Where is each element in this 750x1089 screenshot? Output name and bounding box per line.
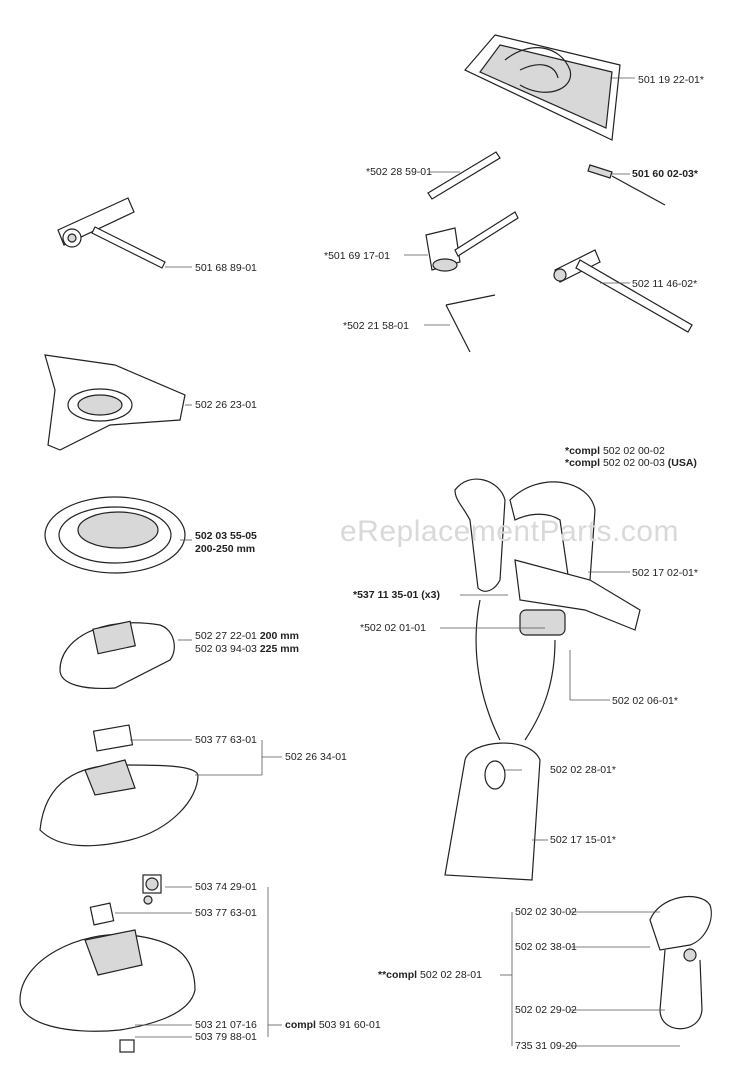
large-shield-part bbox=[39, 724, 282, 847]
tool-bag-part bbox=[464, 34, 635, 141]
label-screw1: 503 21 07-16 bbox=[195, 1019, 257, 1031]
t-bar-wrench-part bbox=[553, 249, 693, 333]
label-hook-compl: **compl 502 02 28-01 bbox=[378, 969, 482, 981]
label-harness2: *compl 502 02 00-03 (USA) bbox=[565, 457, 697, 469]
label-bag: 501 19 22-01* bbox=[638, 74, 704, 86]
label-hipclip: 502 02 28-01* bbox=[550, 764, 616, 776]
label-compl-assy: compl 503 91 60-01 bbox=[285, 1019, 381, 1031]
hip-hook-part bbox=[500, 896, 712, 1047]
label-ring-num: 502 03 55-05 bbox=[195, 530, 257, 542]
label-buckle: *502 02 01-01 bbox=[360, 622, 426, 634]
label-plate2: 503 77 63-01 bbox=[195, 907, 257, 919]
label-pad: 502 17 15-01* bbox=[550, 834, 616, 846]
file-part bbox=[587, 164, 666, 206]
small-shield-part bbox=[59, 620, 192, 690]
complete-guard-assembly bbox=[19, 874, 282, 1053]
hex-key-part bbox=[424, 294, 496, 353]
label-h3: 502 02 29-02 bbox=[515, 1004, 577, 1016]
guard-plate-part bbox=[44, 354, 192, 451]
label-plate1: 503 77 63-01 bbox=[195, 734, 257, 746]
label-ring-size: 200-250 mm bbox=[195, 543, 256, 555]
label-h4: 735 31 09-20 bbox=[515, 1040, 577, 1052]
combination-tool-part bbox=[57, 197, 192, 269]
label-h2: 502 02 38-01 bbox=[515, 941, 577, 953]
label-nut: 503 74 29-01 bbox=[195, 881, 257, 893]
label-screw2: 503 79 88-01 bbox=[195, 1031, 257, 1043]
label-tool1: 501 68 89-01 bbox=[195, 262, 257, 274]
label-rod: *502 28 59-01 bbox=[366, 166, 432, 178]
label-h1: 502 02 30-02 bbox=[515, 906, 577, 918]
label-shield2: 502 03 94-03 225 mm bbox=[195, 643, 299, 655]
label-strap: 502 17 02-01* bbox=[632, 567, 698, 579]
cutting-ring-part bbox=[44, 496, 192, 574]
harness-part bbox=[440, 478, 641, 881]
watermark: eReplacementParts.com bbox=[340, 515, 679, 548]
label-guard-plate: 502 26 23-01 bbox=[195, 399, 257, 411]
label-guard-assy: 502 26 34-01 bbox=[285, 751, 347, 763]
socket-wrench-part bbox=[404, 211, 519, 272]
label-hook: 502 02 06-01* bbox=[612, 695, 678, 707]
label-harness1: *compl 502 02 00-02 bbox=[565, 445, 665, 457]
label-hexkey: *502 21 58-01 bbox=[343, 320, 409, 332]
label-file: 501 60 02-03* bbox=[632, 168, 698, 180]
label-wrench: *501 69 17-01 bbox=[324, 250, 390, 262]
rod-part bbox=[427, 151, 501, 200]
label-shield1: 502 27 22-01 200 mm bbox=[195, 630, 299, 642]
label-tbar: 502 11 46-02* bbox=[632, 278, 698, 290]
label-clip: *537 11 35-01 (x3) bbox=[353, 589, 440, 601]
